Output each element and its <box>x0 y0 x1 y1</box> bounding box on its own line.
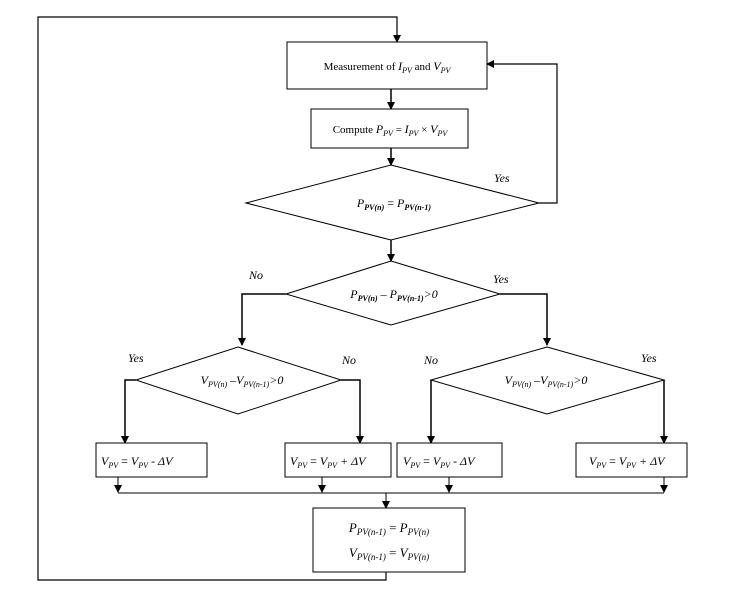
decision4-yes-label: Yes <box>641 351 657 365</box>
decision2-no-label: No <box>248 268 263 282</box>
update-line2-text: VPV(n-1) = VPV(n) <box>349 545 429 562</box>
decision2-yes-arrow <box>500 293 551 346</box>
decision2-no-arrow <box>238 293 286 346</box>
measurement-text: Measurement of IPV and VPV <box>324 59 452 75</box>
box-dec-left <box>95 442 208 478</box>
compute-text: Compute PPV = IPV × VPV <box>333 122 449 138</box>
box-inc-right <box>575 442 688 478</box>
decision2-text: PPV(n) – PPV(n-1)>0 <box>349 287 437 303</box>
decision3-yes-label: Yes <box>128 351 144 365</box>
decision3-yes-arrow <box>121 379 136 444</box>
compute-box <box>310 108 469 149</box>
box-dec-left-text: VPV = VPV - ΔV <box>101 454 174 470</box>
box-inc-left <box>284 442 392 478</box>
box-dec-right <box>396 442 503 478</box>
decision1-yes-arrow <box>486 60 558 204</box>
decision2-diamond <box>284 260 502 326</box>
decision1-text: PPV(n) = PPV(n-1) <box>356 196 431 212</box>
decision3-no-arrow <box>341 379 364 444</box>
update-box <box>312 507 466 573</box>
connectors <box>37 16 668 581</box>
loop-back-arrow <box>37 16 401 581</box>
decision1-yes-label: Yes <box>494 171 510 185</box>
decision4-text: VPV(n) –VPV(n-1)>0 <box>505 373 588 389</box>
update-line1-text: PPV(n-1) = PPV(n) <box>348 520 429 537</box>
box-inc-right-text: VPV = VPV + ΔV <box>589 454 666 470</box>
decision3-diamond <box>134 346 343 415</box>
measurement-box <box>286 41 488 90</box>
decision2-yes-label: Yes <box>493 272 509 286</box>
box-inc-left-text: VPV = VPV + ΔV <box>290 454 367 470</box>
decision1-diamond <box>244 164 540 241</box>
decision3-no-label: No <box>341 353 356 367</box>
decision4-diamond <box>429 346 666 415</box>
decision4-no-label: No <box>423 353 438 367</box>
decision3-text: VPV(n) –VPV(n-1)>0 <box>201 373 284 389</box>
box-dec-right-text: VPV = VPV - ΔV <box>403 454 476 470</box>
